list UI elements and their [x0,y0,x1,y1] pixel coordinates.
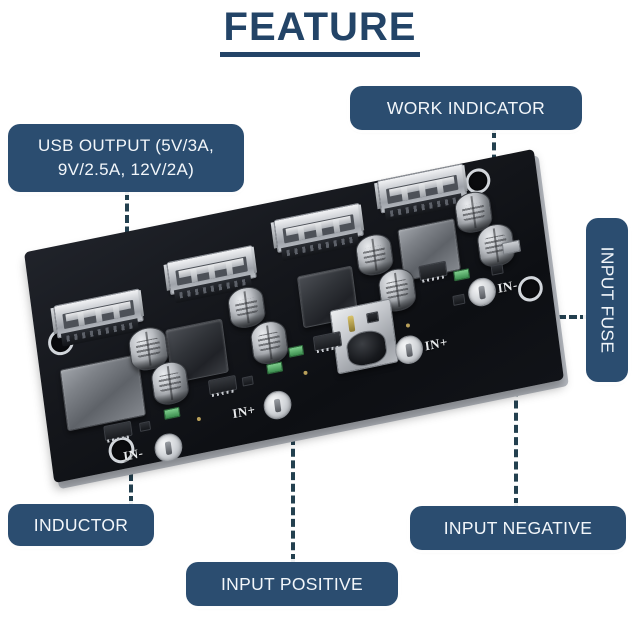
pcb-substrate: IN- IN+ IN+ IN- [24,148,564,484]
smd-resistor [139,420,152,432]
callout-usb-output-line1: USB OUTPUT (5V/3A, [37,136,215,155]
mounting-hole [516,273,545,304]
usb-a-port-1 [50,288,145,347]
smd-led [163,406,181,420]
product-image: IN- IN+ IN+ IN- [0,148,640,508]
via [405,323,411,328]
fuse-component [501,239,521,256]
callout-input-positive-label: INPUT POSITIVE [221,574,363,594]
leader-line-input-negative [514,364,518,506]
smd-resistor [452,293,466,306]
smd-ic [207,374,238,396]
circuit-board: IN- IN+ IN+ IN- [24,148,569,490]
usb-a-port-3 [270,202,365,262]
callout-input-fuse[interactable]: INPUT FUSE [586,218,628,382]
pad-in-minus-right [466,275,498,309]
callout-work-indicator-label: WORK INDICATOR [386,98,546,118]
callout-inductor[interactable]: INDUCTOR [8,504,154,546]
smd-ic [312,331,343,352]
page-title: FEATURE [223,5,417,49]
callout-input-negative-label: INPUT NEGATIVE [443,518,593,538]
usb-a-port-4 [374,163,468,222]
smd-resistor [490,263,504,276]
callout-work-indicator[interactable]: WORK INDICATOR [350,86,582,130]
callout-usb-output-line2: 9V/2.5A, 12V/2A) [57,160,195,179]
via [196,416,202,422]
title-underline [220,52,420,57]
smd-ic [103,420,133,442]
pad-in-plus-right [393,333,425,367]
callout-usb-output[interactable]: USB OUTPUT (5V/3A, 9V/2.5A, 12V/2A) [8,124,244,192]
smd-led [288,344,305,358]
via [303,370,308,376]
smd-led [266,361,284,375]
silk-in-minus-left: IN- [122,444,145,464]
leader-line-input-fuse [536,315,588,319]
callout-input-fuse-label: INPUT FUSE [597,246,617,354]
callout-input-positive[interactable]: INPUT POSITIVE [186,562,398,606]
smd-resistor [241,375,254,387]
callout-input-negative[interactable]: INPUT NEGATIVE [410,506,626,550]
leader-line-input-positive [291,437,295,562]
indicator-led [453,268,471,282]
callout-inductor-label: INDUCTOR [33,515,129,535]
silk-in-minus-right: IN- [496,276,519,296]
pad-in-plus [262,388,294,422]
silk-in-plus-right: IN+ [423,333,449,354]
silk-in-plus-left: IN+ [231,401,257,422]
page-title-block: FEATURE [0,4,640,57]
